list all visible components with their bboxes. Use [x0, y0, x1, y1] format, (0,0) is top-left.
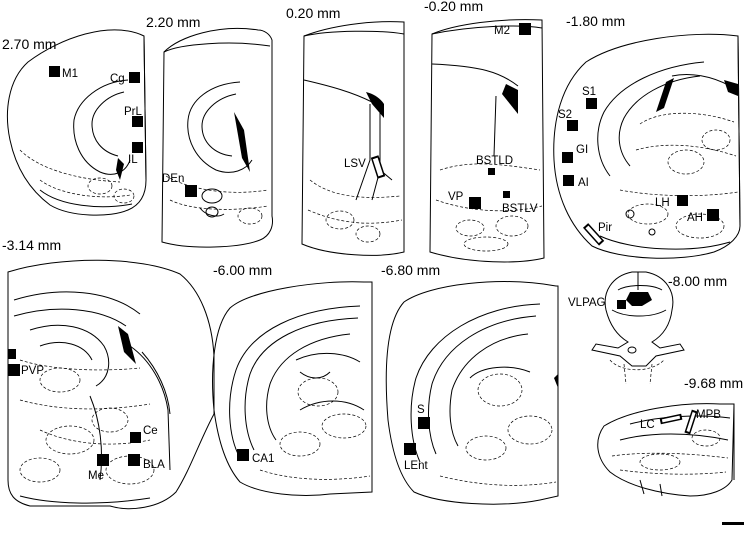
region-label-gi: GI — [576, 144, 588, 156]
region-label-pir: Pir — [598, 222, 612, 234]
region-label-lent: LEnt — [404, 460, 428, 472]
section-outline — [301, 21, 405, 256]
region-label-den: DEn — [162, 173, 184, 185]
region-marker-m1 — [49, 66, 60, 77]
region-label-bstld: BSTLD — [476, 155, 513, 167]
section-outline — [553, 33, 741, 259]
region-marker-vlpag — [617, 300, 626, 309]
region-marker-m2 — [519, 23, 531, 35]
level-label: -6.80 mm — [381, 262, 440, 278]
region-label-pvp: PVP — [21, 365, 44, 377]
region-label-vp: VP — [448, 191, 464, 203]
region-marker-ce — [130, 432, 141, 443]
region-label-me: Me — [88, 470, 104, 482]
region-marker-prl — [132, 116, 143, 127]
region-label-bstlv: BSTLV — [502, 203, 538, 215]
region-marker-ai — [563, 175, 574, 186]
region-label-m2: M2 — [494, 25, 510, 37]
region-marker-s — [418, 417, 430, 429]
region-marker-bla — [128, 454, 140, 466]
region-label-vlpag: VLPAG — [568, 297, 606, 309]
level-label: -9.68 mm — [684, 375, 743, 391]
section-0-20mm: 0.20 mm LSV — [286, 5, 405, 256]
region-marker-ca1 — [237, 449, 249, 461]
scale-bar — [722, 522, 744, 525]
region-marker-ah — [707, 209, 719, 221]
section-minus-3-14mm: -3.14 mm PVP Ce Me BLA — [2, 237, 215, 510]
level-label: 2.20 mm — [146, 14, 200, 30]
region-label-lh: LH — [655, 197, 670, 209]
region-label-s1: S1 — [582, 86, 596, 98]
section-outline — [597, 403, 735, 497]
level-label: -8.00 mm — [668, 273, 727, 289]
section-outline — [6, 29, 147, 216]
section-minus-1-80mm: -1.80 mm S1 S2 GI AI Pir LH AH — [553, 13, 741, 259]
region-label-ai: AI — [578, 177, 589, 189]
section-minus-6-80mm: -6.80 mm S LEnt — [381, 262, 559, 505]
region-label-ca1: CA1 — [252, 453, 274, 465]
region-marker-s2 — [567, 120, 578, 131]
section-outline — [591, 271, 685, 367]
level-label: 2.70 mm — [2, 36, 56, 52]
region-label-s2: S2 — [558, 109, 572, 121]
section-outline — [161, 27, 273, 248]
section-outline — [7, 259, 215, 510]
level-label: 0.20 mm — [286, 5, 340, 21]
region-label-ah: AH — [687, 212, 703, 224]
region-marker-il — [132, 142, 143, 153]
region-marker-me — [97, 454, 109, 466]
region-marker-den — [185, 185, 197, 197]
level-label: -1.80 mm — [566, 13, 625, 29]
level-label: -6.00 mm — [213, 262, 272, 278]
region-label-lsv: LSV — [344, 158, 366, 170]
region-label-lc: LC — [640, 419, 655, 431]
section-minus-6-00mm: -6.00 mm CA1 — [212, 262, 373, 496]
region-marker-bstlv — [503, 191, 510, 198]
region-label-mpb: MPB — [696, 409, 721, 421]
region-marker-gi — [562, 152, 573, 163]
section-2-70mm: 2.70 mm M1 Cg PrL IL — [2, 29, 147, 216]
region-marker-lh — [677, 195, 688, 206]
section-outline — [429, 19, 545, 263]
region-label-s: S — [417, 404, 425, 416]
section-minus-8-00mm: -8.00 mm VLPAG — [568, 271, 727, 385]
region-label-prl: PrL — [124, 106, 143, 118]
section-2-20mm: 2.20 mm DEn — [146, 14, 273, 248]
region-label-cg: Cg — [110, 73, 125, 85]
level-label: -3.14 mm — [2, 237, 61, 253]
section-minus-0-20mm: -0.20 mm M2 BSTLD VP BSTLV — [424, 0, 545, 263]
region-marker-pvp — [8, 364, 20, 376]
region-marker-s1 — [586, 98, 597, 109]
region-label-il: IL — [128, 154, 138, 166]
region-label-bla: BLA — [143, 459, 165, 471]
region-marker-lent — [404, 443, 416, 455]
region-label-ce: Ce — [143, 425, 158, 437]
section-outline — [212, 281, 373, 496]
region-marker-vp — [469, 197, 481, 209]
section-outline — [385, 281, 559, 505]
level-label: -0.20 mm — [424, 0, 483, 14]
region-marker-cg — [129, 72, 140, 83]
region-label-m1: M1 — [62, 68, 78, 80]
section-minus-9-68mm: -9.68 mm LC MPB — [597, 375, 743, 497]
region-marker-bstld — [488, 168, 495, 175]
